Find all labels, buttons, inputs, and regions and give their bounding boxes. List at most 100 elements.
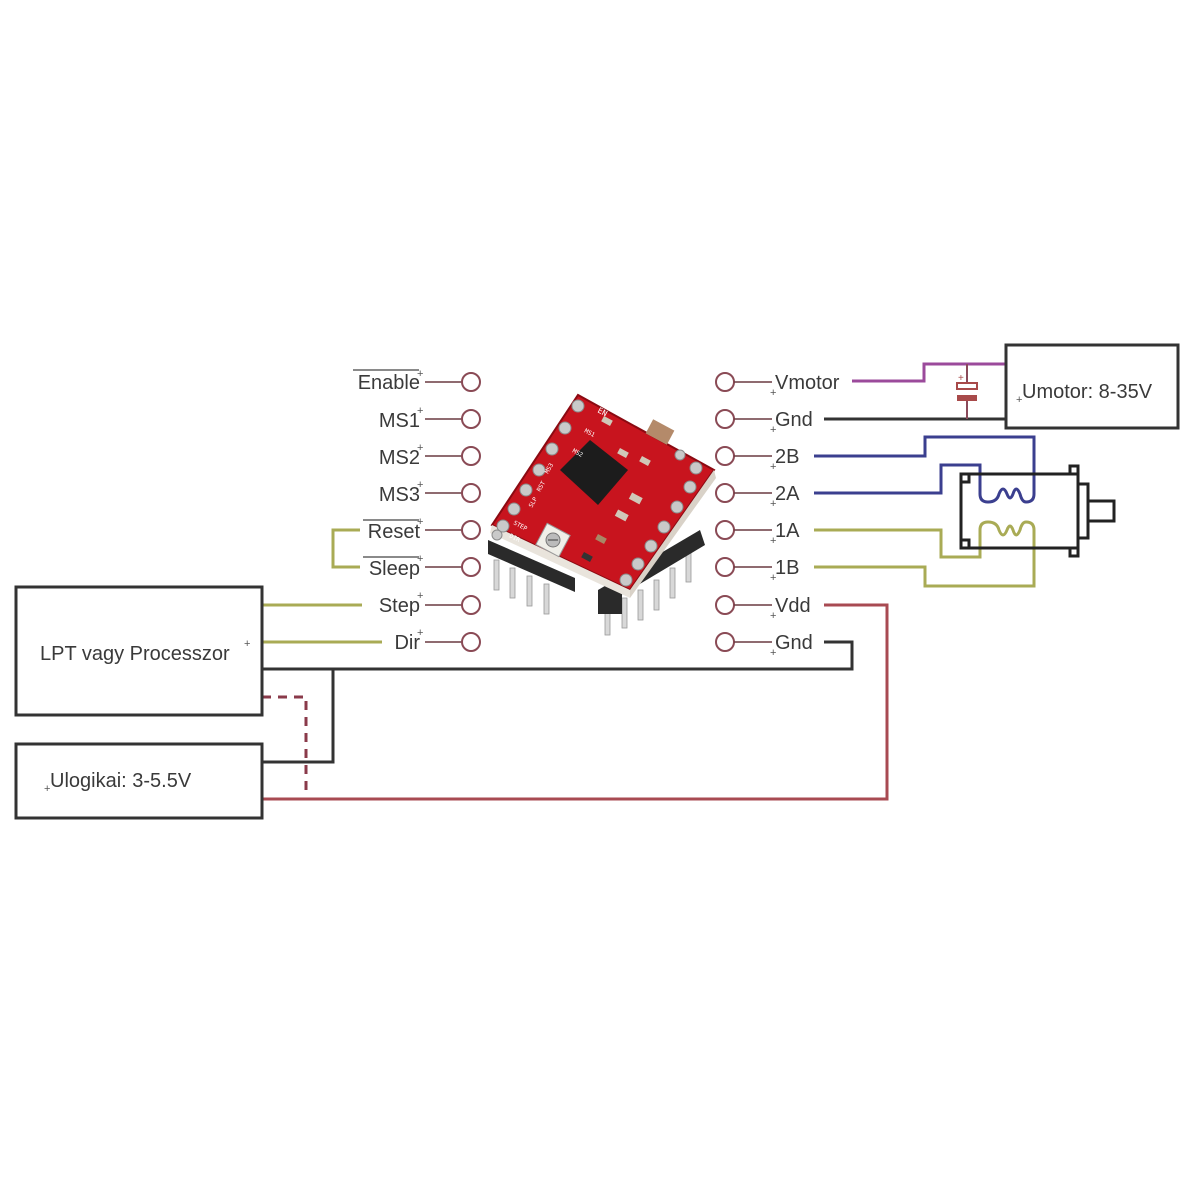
stepper-motor (959, 464, 1116, 558)
pin-pad[interactable] (461, 409, 481, 429)
motor-supply-box-frame (1004, 343, 1180, 430)
plus-mark: + (1016, 394, 1022, 406)
pin-sleep[interactable]: Sleep + (363, 553, 481, 580)
coil-a-wire-1a (814, 520, 989, 559)
controller-label: LPT vagy Processzor (40, 643, 230, 665)
pin-pad[interactable] (715, 632, 735, 652)
capacitor-plate-positive (956, 382, 978, 390)
motor-supply-label: Umotor: 8-35V (1022, 381, 1153, 403)
pin-label-sleep: Sleep (369, 558, 420, 580)
left-pin-column: Enable + MS1 + MS2 + MS3 + Reset + (353, 368, 481, 654)
pin-ms3[interactable]: MS3 + (379, 479, 481, 506)
plus-mark: + (770, 387, 776, 399)
vdd-wire (262, 603, 889, 801)
pin-pad[interactable] (715, 595, 735, 615)
plus-mark: + (44, 783, 50, 795)
plus-mark: + (417, 516, 423, 528)
pin-pad[interactable] (715, 409, 735, 429)
pin-pad[interactable] (461, 595, 481, 615)
pin-vmotor[interactable]: + Vmotor (715, 372, 840, 399)
logic-supply-gnd-wire (262, 669, 335, 764)
plus-mark: + (770, 610, 776, 622)
pin-vdd[interactable]: + Vdd (715, 595, 811, 622)
plus-mark: + (770, 647, 776, 659)
pin-label-enable: Enable (358, 372, 420, 394)
pin-1a[interactable]: + 1A (715, 520, 800, 547)
controller-box[interactable]: LPT vagy Processzor + (14, 585, 264, 717)
pin-label-gnd: Gnd (775, 632, 813, 654)
plus-mark: + (417, 553, 423, 565)
optional-logic-power-wire (262, 695, 308, 792)
pin-label-vdd: Vdd (775, 595, 811, 617)
pin-pad[interactable] (715, 557, 735, 577)
pin-label-ms1: MS1 (379, 410, 420, 432)
a4988-driver-board: EN MS1 MS2 MS3 RST SLP STEP DIR (488, 393, 716, 636)
logic-supply-box-frame (14, 742, 264, 820)
pin-2b[interactable]: + 2B (715, 446, 799, 473)
pin-label-2a: 2A (775, 483, 800, 505)
decoupling-capacitor: + (956, 364, 978, 419)
pin-label-step: Step (379, 595, 420, 617)
pin-ms1[interactable]: MS1 + (379, 405, 481, 432)
coil-a-winding (987, 520, 1027, 537)
pin-1b[interactable]: + 1B (715, 557, 799, 584)
coil-a-wire-1b (814, 520, 1036, 588)
plus-mark: + (770, 424, 776, 436)
coil-b-wire-2b (814, 435, 1036, 504)
plus-mark: + (770, 572, 776, 584)
pin-ms2[interactable]: MS2 + (379, 442, 481, 469)
svg-text:RST: RST (536, 480, 548, 493)
silkscreen: EN MS1 MS2 MS3 RST SLP STEP DIR (508, 406, 609, 544)
pin-pad[interactable] (715, 372, 735, 392)
pin-pad[interactable] (715, 483, 735, 503)
svg-text:DIR: DIR (508, 533, 521, 544)
motor-supply-box[interactable]: + Umotor: 8-35V (1004, 343, 1180, 430)
pin-label-ms3: MS3 (379, 484, 420, 506)
pin-gnd-motor[interactable]: + Gnd (715, 409, 813, 436)
pcb-holes (491, 399, 703, 587)
svg-text:MS3: MS3 (544, 462, 556, 475)
pin-reset[interactable]: Reset + (363, 516, 481, 543)
pin-pad[interactable] (461, 557, 481, 577)
svg-text:MS2: MS2 (571, 448, 584, 459)
controller-box-frame (14, 585, 264, 717)
pin-step[interactable]: Step + (379, 590, 481, 617)
coil-b-wire-2a (814, 463, 989, 504)
plus-mark: + (417, 627, 423, 639)
pin-pad[interactable] (461, 632, 481, 652)
driver-ic-chip (560, 440, 628, 505)
pin-label-ms2: MS2 (379, 447, 420, 469)
plus-mark: + (417, 590, 423, 602)
plus-mark: + (417, 442, 423, 454)
current-limit-potentiometer (535, 522, 571, 558)
header-pins (493, 551, 692, 636)
capacitor-polarity-mark: + (958, 373, 964, 384)
pin-pad[interactable] (715, 446, 735, 466)
smd-components (581, 416, 675, 562)
pin-label-1b: 1B (775, 557, 799, 579)
logic-gnd-wire (262, 640, 854, 671)
pin-pad[interactable] (461, 372, 481, 392)
pin-label-gnd: Gnd (775, 409, 813, 431)
reset-sleep-jumper-wire (331, 528, 360, 569)
pin-pad[interactable] (461, 446, 481, 466)
logic-supply-label: Ulogikai: 3-5.5V (50, 770, 192, 792)
right-pin-column: + Vmotor + Gnd + 2B + 2A + 1A (715, 372, 840, 659)
pin-enable[interactable]: Enable + (353, 368, 481, 394)
pin-dir[interactable]: Dir + (394, 627, 481, 654)
pin-2a[interactable]: + 2A (715, 483, 800, 510)
plus-mark: + (417, 479, 423, 491)
pin-label-2b: 2B (775, 446, 799, 468)
pin-gnd-logic[interactable]: + Gnd (715, 632, 813, 659)
pin-pad[interactable] (715, 520, 735, 540)
plus-mark: + (770, 498, 776, 510)
logic-supply-box[interactable]: + Ulogikai: 3-5.5V (14, 742, 264, 820)
vmotor-wire (852, 362, 1006, 383)
pin-pad[interactable] (461, 483, 481, 503)
pin-label-dir: Dir (394, 632, 420, 654)
pin-label-vmotor: Vmotor (775, 372, 840, 394)
capacitor-plate-negative (957, 395, 977, 401)
plus-mark: + (244, 638, 250, 650)
pin-pad[interactable] (461, 520, 481, 540)
